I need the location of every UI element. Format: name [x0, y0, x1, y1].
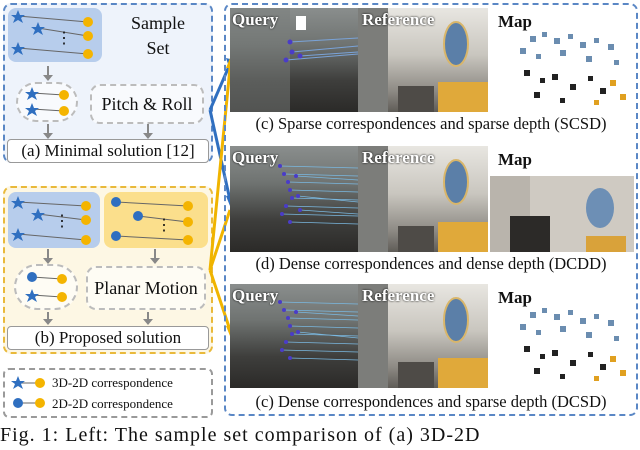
query-label: Query: [232, 148, 279, 167]
down-arrow-icon: [43, 124, 53, 139]
map-label: Map: [498, 150, 532, 169]
map-dense: Map: [490, 146, 634, 252]
room-scene: [358, 284, 488, 388]
map-sparse: Map: [490, 8, 634, 112]
caption-dcsd: (c) Dense correspondences and sparse dep…: [255, 392, 607, 411]
legend-item-3d2d: 3D-2D correspondence: [52, 375, 173, 390]
reference-image-sparse: Reference: [358, 8, 488, 112]
dense-point-cloud: [490, 176, 634, 252]
down-arrow-icon: [143, 312, 153, 325]
map-sparse-2: Map: [490, 284, 634, 388]
sparse-point-cloud: [520, 32, 626, 105]
sample-set-3d2d-card: [8, 192, 100, 248]
correspondence-lines-icon: [11, 10, 93, 59]
sample-set-line2: Set: [146, 37, 170, 58]
legend-item-2d2d: 2D-2D correspondence: [52, 396, 173, 411]
3d2d-legend-icon: [11, 376, 45, 389]
sparse-point-cloud: [520, 308, 626, 381]
room-scene: [358, 8, 488, 112]
down-arrow-icon: [43, 249, 53, 264]
caption-dcdd: (d) Dense correspondences and dense dept…: [255, 254, 607, 273]
reference-label: Reference: [362, 10, 435, 29]
reference-image-dense: Reference: [358, 146, 488, 252]
ellipsis-dots: ⋮: [54, 213, 70, 230]
minimal-sample-pill: [16, 82, 78, 122]
sample-set-line1: Sample: [131, 13, 185, 33]
proposed-solution-label: (b) Proposed solution: [7, 326, 209, 350]
legend: [3, 368, 213, 418]
results-panel: [224, 3, 638, 416]
2d2d-legend-icon: [13, 398, 45, 408]
query-label: Query: [232, 10, 279, 29]
down-arrow-icon: [150, 249, 160, 264]
reference-label: Reference: [362, 148, 435, 167]
proposed-sample-pill: [14, 264, 78, 310]
query-image-sparse: Query: [230, 8, 358, 112]
mixed-correspondence-icon: [25, 272, 67, 302]
sample-set-card: [8, 8, 102, 62]
planar-motion-box: Planar Motion: [86, 266, 206, 310]
map-label: Map: [498, 12, 532, 31]
sample-set-label: Sample Set: [110, 14, 206, 58]
pitch-roll-label: Pitch & Roll: [101, 94, 193, 114]
down-arrow-icon: [43, 66, 53, 81]
correspondence-lines-icon: [111, 197, 193, 245]
down-arrow-icon: [143, 124, 153, 139]
room-scene: [358, 146, 488, 252]
reference-label: Reference: [362, 286, 435, 305]
down-arrow-icon: [43, 312, 53, 325]
correspondence-lines-icon: [11, 196, 91, 245]
map-label: Map: [498, 288, 532, 307]
planar-motion-label: Planar Motion: [94, 278, 198, 298]
query-image-dense-sparse: Query: [230, 284, 358, 388]
sparse-matches: [230, 8, 358, 112]
query-image-dense: Query: [230, 146, 358, 252]
figure-caption: Fig. 1: Left: The sample set comparison …: [0, 424, 481, 446]
query-label: Query: [232, 286, 279, 305]
minimal-solution-label: (a) Minimal solution [12]: [7, 139, 209, 163]
two-correspondence-icon: [25, 87, 69, 116]
caption-scsd: (c) Sparse correspondences and sparse de…: [255, 114, 607, 133]
dense-matches: [278, 164, 358, 225]
pitch-roll-box: Pitch & Roll: [90, 84, 204, 124]
ellipsis-dots: ⋮: [156, 217, 172, 234]
reference-image-dense-sparse: Reference: [358, 284, 488, 388]
dense-matches: [278, 300, 358, 361]
ellipsis-dots: ⋮: [56, 30, 72, 47]
sample-set-2d2d-card: [104, 192, 208, 248]
